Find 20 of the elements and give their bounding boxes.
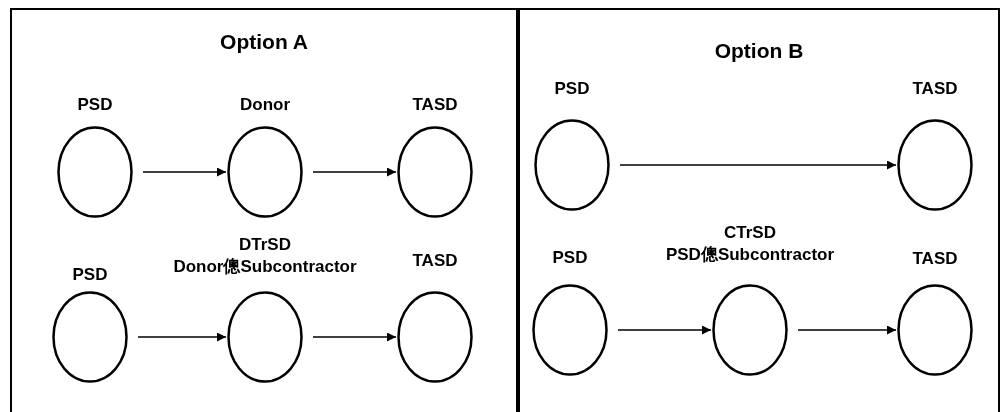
node-label: Donor bbox=[238, 94, 291, 116]
node-label: PSD bbox=[76, 94, 114, 116]
arrow bbox=[797, 325, 897, 335]
arrow bbox=[312, 332, 397, 342]
arrow bbox=[312, 167, 397, 177]
arrow bbox=[137, 332, 227, 342]
node-label: TASD bbox=[411, 94, 459, 116]
node-label: DTrSD bbox=[238, 234, 292, 256]
panel bbox=[10, 8, 518, 412]
arrow bbox=[619, 160, 897, 170]
node-label: PSD傯Subcontractor bbox=[664, 244, 836, 266]
node-label: PSD bbox=[553, 78, 591, 100]
node-label: TASD bbox=[911, 78, 959, 100]
panel-title: Option A bbox=[219, 30, 309, 54]
arrow bbox=[617, 325, 712, 335]
panel bbox=[518, 8, 1000, 412]
node-label: CTrSD bbox=[723, 222, 777, 244]
panel-title: Option B bbox=[713, 39, 805, 63]
arrow bbox=[142, 167, 227, 177]
node-label: Donor傯Subcontractor bbox=[172, 256, 358, 278]
